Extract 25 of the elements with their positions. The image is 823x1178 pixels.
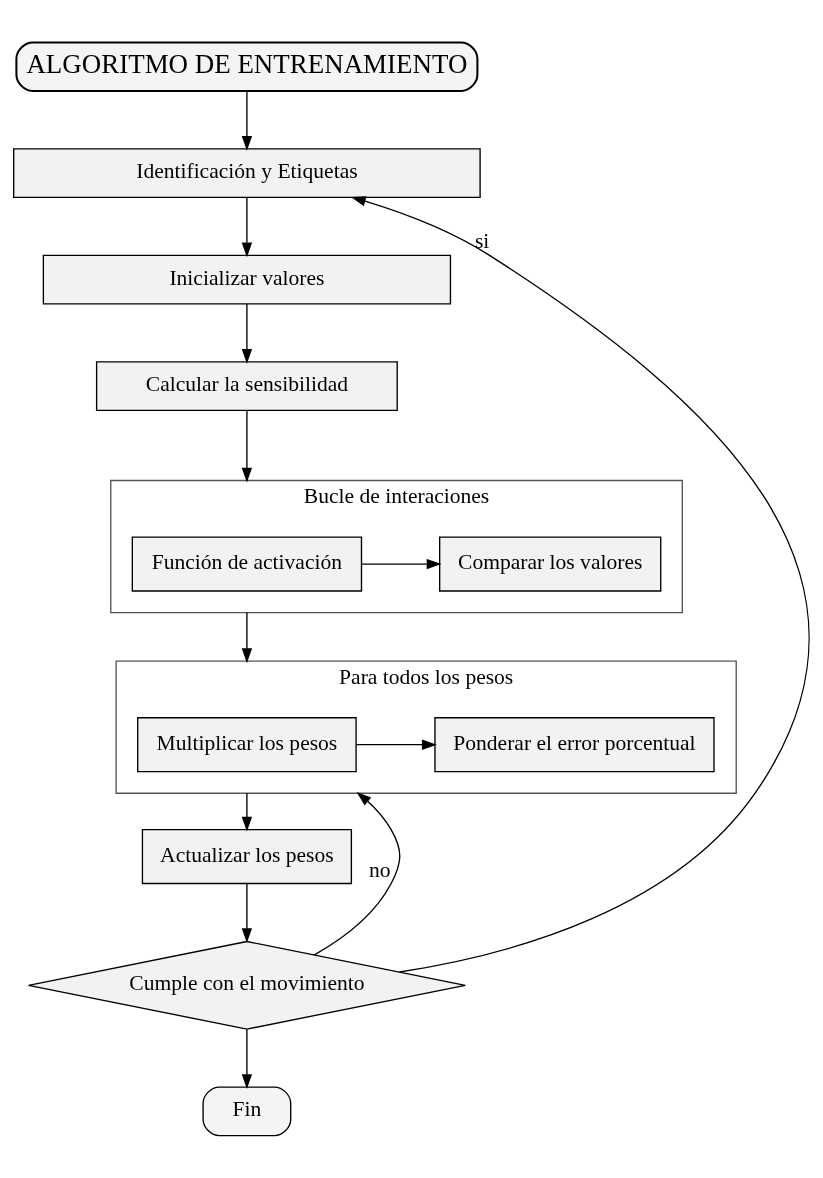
node-box: Identificación y Etiquetas: [13, 148, 481, 199]
arrow: [241, 611, 253, 664]
node-box: Multiplicar los pesos: [137, 717, 357, 773]
edge-label: no: [368, 857, 391, 882]
arrow: [241, 883, 253, 944]
node-box: Comparar los valores: [439, 536, 662, 592]
arrow: [350, 196, 810, 973]
arrow: [313, 791, 401, 956]
node-box: Inicializar valores: [42, 254, 452, 305]
node-box: ALGORITMO DE ENTRENAMIENTO: [15, 41, 479, 92]
edge-label: si: [474, 229, 490, 254]
node-diamond: Cumple con el movimiento: [27, 940, 466, 1030]
node-box: Fin: [202, 1086, 292, 1137]
arrow: [241, 303, 253, 364]
node-box: Calcular la sensibilidad: [95, 361, 398, 412]
node-box: Ponderar el error porcentual: [434, 717, 715, 773]
node-box: Función de activación: [131, 536, 363, 592]
arrow: [241, 90, 253, 151]
arrow: [241, 1028, 253, 1090]
arrow: [361, 558, 442, 570]
node-box: Actualizar los pesos: [141, 828, 353, 885]
arrow: [241, 792, 253, 832]
arrow: [241, 410, 253, 483]
arrow: [355, 739, 437, 750]
arrow: [241, 196, 253, 258]
